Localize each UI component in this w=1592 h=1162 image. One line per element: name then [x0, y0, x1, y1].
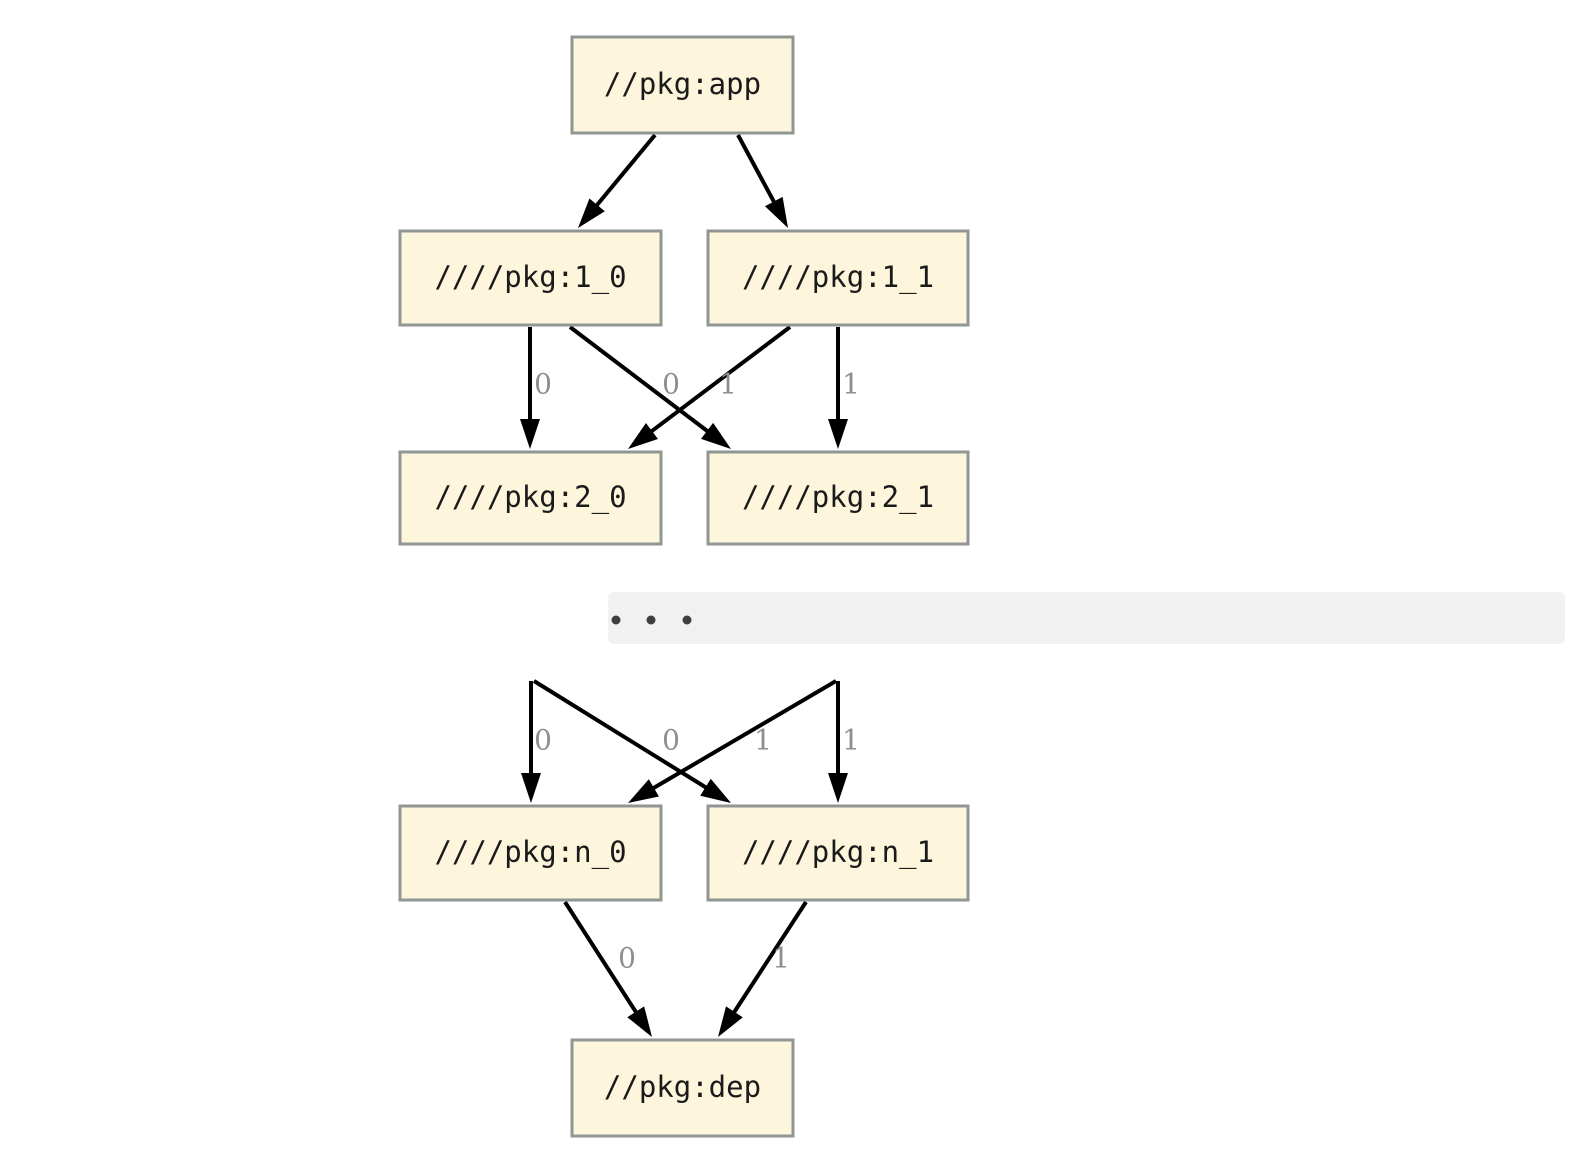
edge-line: [647, 679, 838, 793]
edge-label: 0: [662, 368, 680, 401]
edge-arrowhead: [828, 773, 848, 803]
edge-line: [645, 325, 792, 437]
ellipsis-band: [608, 592, 1565, 644]
edge-arrowhead: [521, 773, 541, 803]
edge-line: [591, 133, 657, 211]
ellipsis-dot-2: [682, 615, 692, 625]
edge-line: [532, 679, 712, 793]
node-n2_1[interactable]: ////pkg:2_1: [706, 450, 970, 546]
ellipsis-dot-1: [646, 615, 656, 625]
node-box[interactable]: [570, 1038, 795, 1138]
edge-label: 0: [534, 724, 552, 757]
node-app[interactable]: //pkg:app: [570, 35, 795, 135]
node-box[interactable]: [398, 229, 663, 327]
node-nn_0[interactable]: ////pkg:n_0: [398, 804, 663, 902]
nodes-layer: //pkg:app ////pkg:1_0 ////pkg:1_1 ////pkg:2…: [398, 35, 970, 1138]
edge-arrowhead: [700, 778, 731, 803]
node-n1_1[interactable]: ////pkg:1_1: [706, 229, 970, 327]
edge-nn_0-to-dep: 0: [563, 900, 652, 1037]
edge-line: [736, 134, 779, 208]
edge-nn_1-to-dep: 1: [718, 900, 808, 1037]
node-box[interactable]: [706, 804, 970, 902]
edge-label: 1: [754, 724, 772, 757]
node-label: ////pkg:n_1: [742, 835, 934, 870]
edge-src-to-nn_1: 1: [828, 681, 860, 803]
node-box[interactable]: [570, 35, 795, 135]
node-label: ////pkg:2_0: [434, 480, 626, 515]
edge-arrowhead: [718, 1006, 743, 1037]
edge-arrowhead: [628, 422, 658, 449]
edge-app-to-n1_0: [578, 133, 657, 228]
node-n2_0[interactable]: ////pkg:2_0: [398, 450, 663, 546]
edge-label: 0: [618, 942, 636, 975]
edge-n1_0-to-n2_1: 0: [568, 325, 731, 449]
edge-label: 1: [842, 724, 860, 757]
edge-line: [568, 325, 714, 437]
edge-label: 1: [772, 942, 790, 975]
edge-src-to-nn_0: 1: [628, 679, 838, 803]
node-label: ////pkg:1_1: [742, 260, 934, 295]
edge-arrowhead: [520, 419, 540, 449]
edge-app-to-n1_1: [736, 134, 788, 228]
edge-label: 0: [534, 368, 552, 401]
edge-label: 1: [842, 368, 860, 401]
node-label: //pkg:app: [604, 67, 761, 101]
node-box[interactable]: [706, 229, 970, 327]
edges-layer: 0 0 1 1 0 0 1 1 0 1: [520, 133, 860, 1037]
node-label: ////pkg:2_1: [742, 480, 934, 515]
node-nn_1[interactable]: ////pkg:n_1: [706, 804, 970, 902]
edge-n1_1-to-n2_0: 1: [628, 325, 792, 449]
ellipsis-separator: [608, 592, 1565, 644]
edge-label: 0: [662, 724, 680, 757]
edge-n1_0-to-n2_0: 0: [520, 327, 552, 449]
edge-line: [729, 900, 808, 1018]
node-dep[interactable]: //pkg:dep: [570, 1038, 795, 1138]
node-box[interactable]: [398, 450, 663, 546]
edge-arrowhead: [701, 422, 731, 449]
edge-arrowhead: [578, 198, 605, 228]
node-label: //pkg:dep: [604, 1070, 761, 1104]
edge-arrowhead: [627, 1006, 652, 1037]
node-box[interactable]: [398, 804, 663, 902]
edge-src-to-nn_1: 0: [532, 679, 731, 803]
node-box[interactable]: [706, 450, 970, 546]
edge-arrowhead: [764, 196, 788, 228]
node-label: ////pkg:n_0: [434, 835, 626, 870]
edge-arrowhead: [628, 779, 659, 803]
edge-src-to-nn_0: 0: [521, 681, 552, 803]
node-n1_0[interactable]: ////pkg:1_0: [398, 229, 663, 327]
edge-label: 1: [719, 368, 737, 401]
node-label: ////pkg:1_0: [434, 260, 626, 295]
edge-n1_1-to-n2_1: 1: [828, 327, 860, 449]
edge-line: [563, 900, 641, 1018]
edge-arrowhead: [828, 419, 848, 449]
ellipsis-dot-0: [611, 615, 621, 625]
